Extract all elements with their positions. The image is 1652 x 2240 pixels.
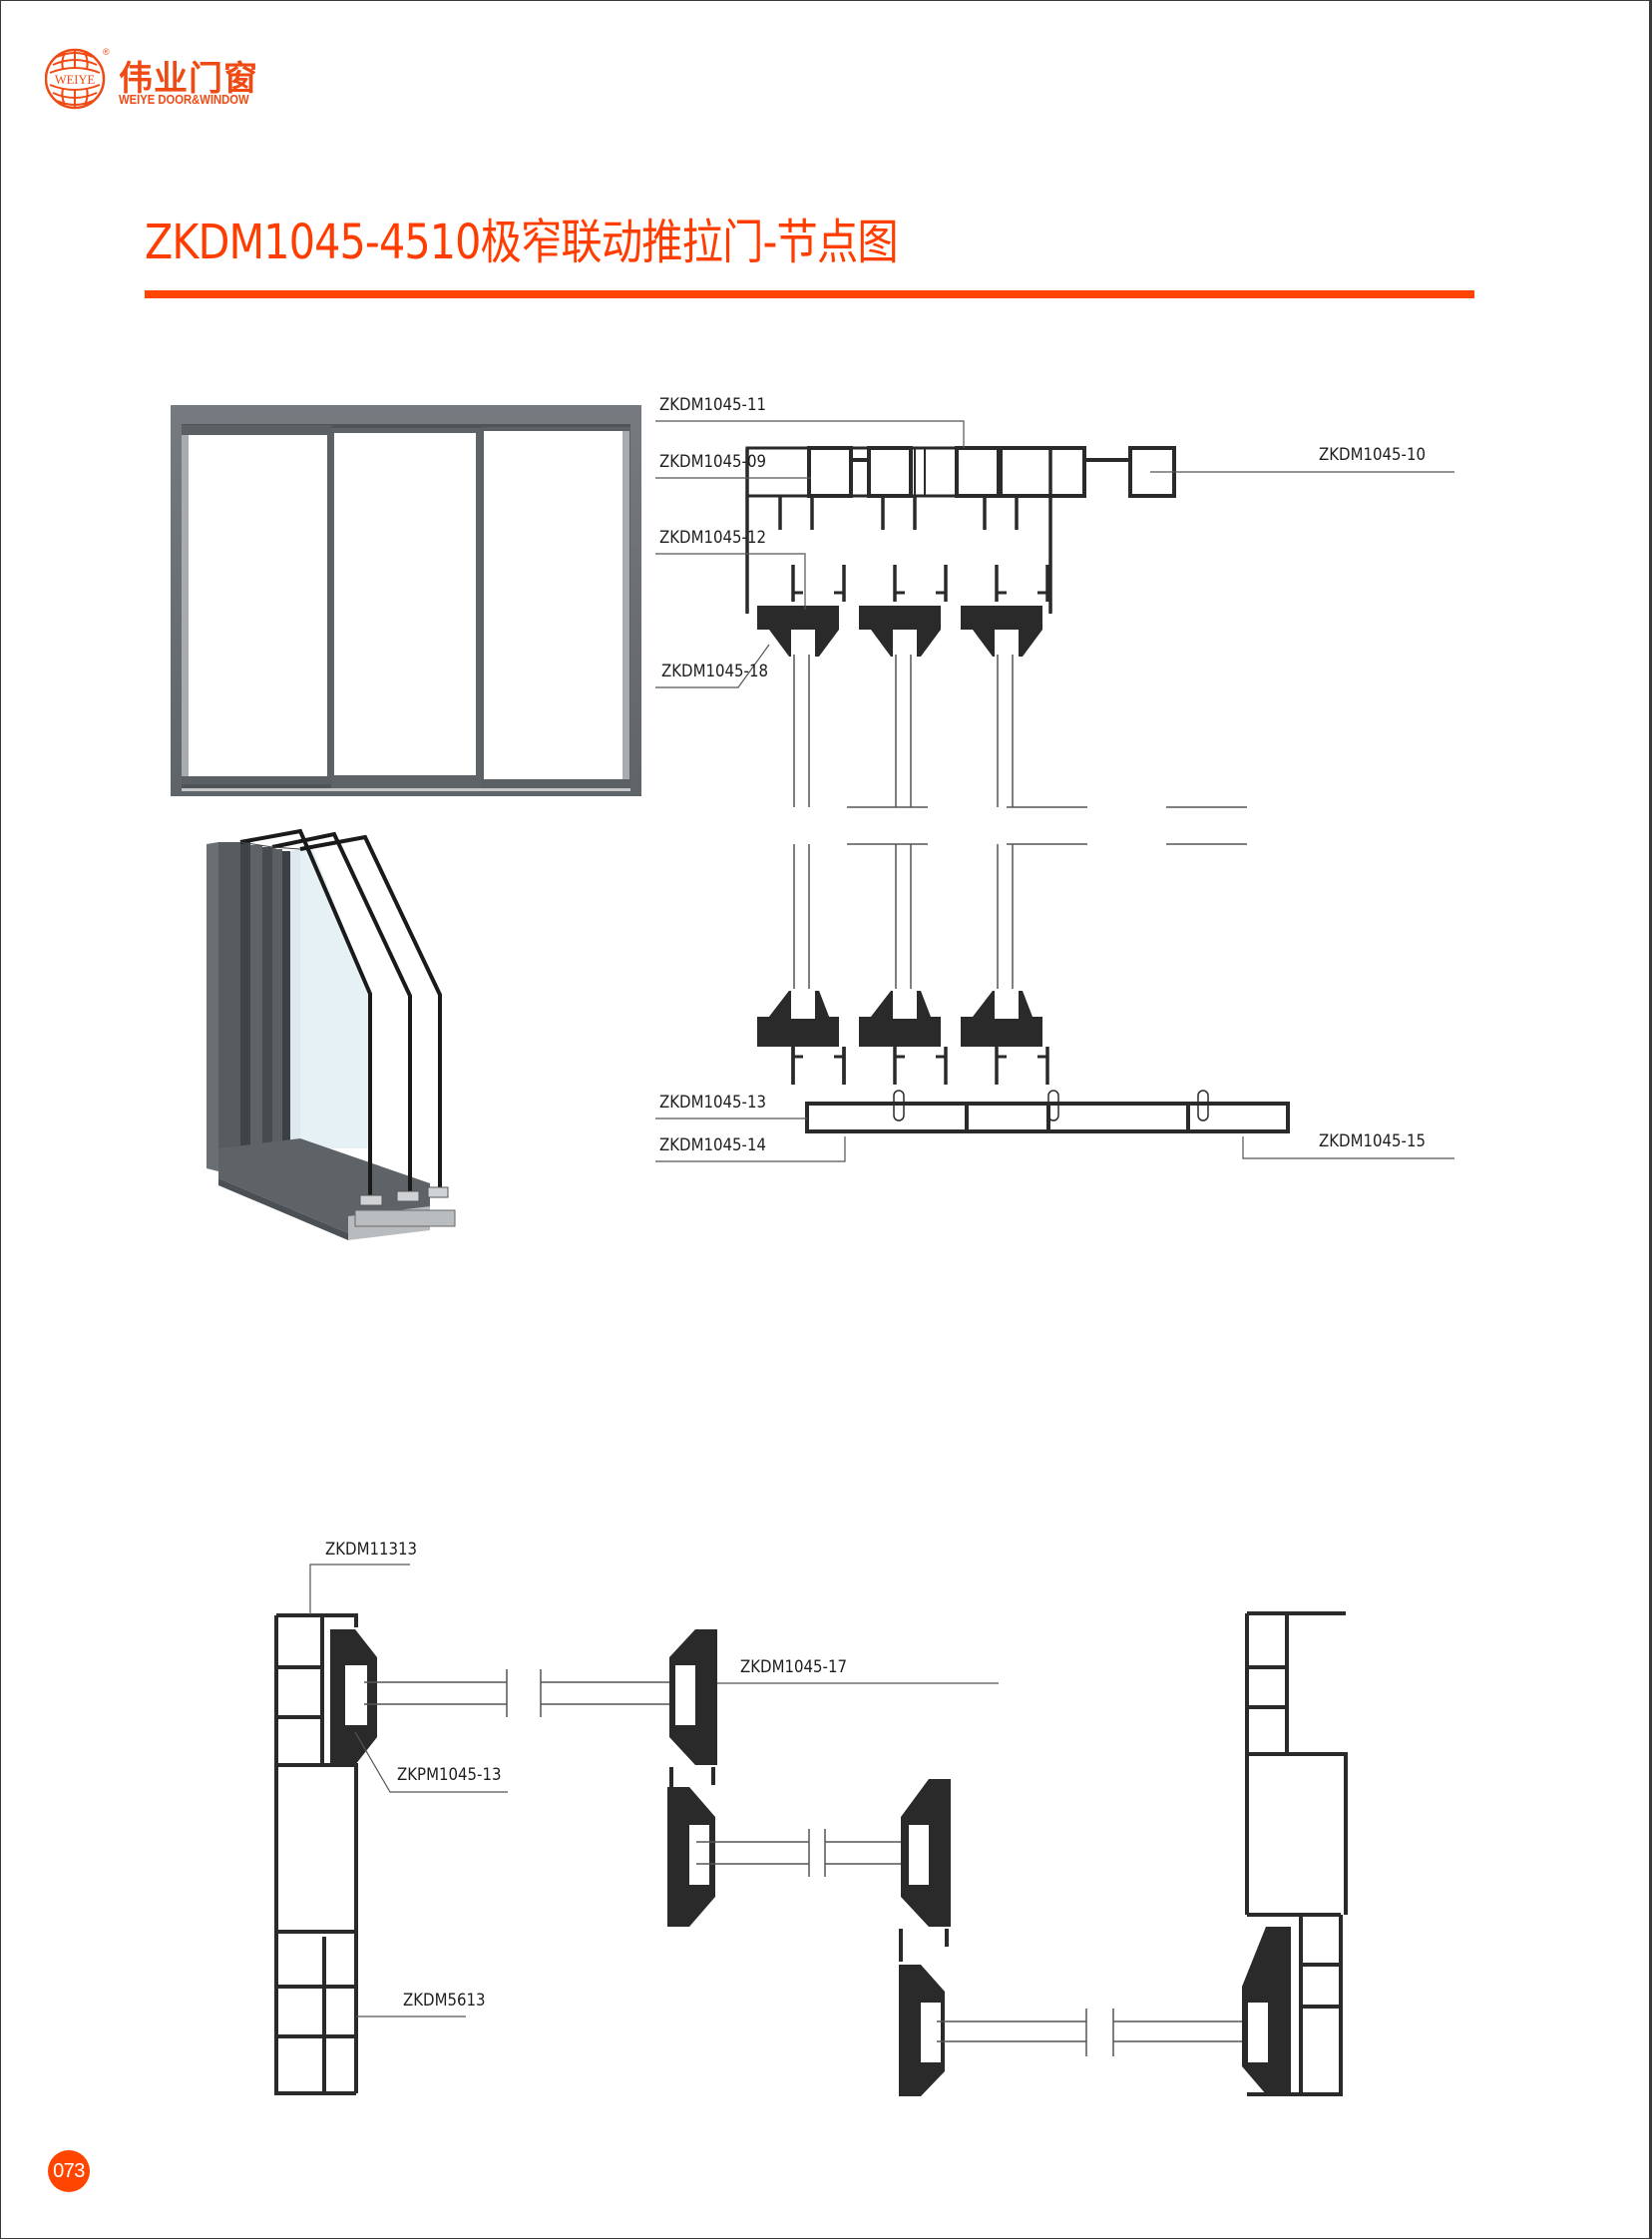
label-zkdm1045-15: ZKDM1045-15 bbox=[1319, 1131, 1427, 1151]
label-zkdm1045-11: ZKDM1045-11 bbox=[659, 395, 767, 415]
label-zkdm1045-14: ZKDM1045-14 bbox=[659, 1135, 767, 1155]
brand-name-en: WEIYE DOOR&WINDOW bbox=[119, 93, 249, 107]
title-divider bbox=[145, 290, 1474, 298]
label-zkpm1045-13: ZKPM1045-13 bbox=[397, 1765, 502, 1785]
label-zkdm1045-09: ZKDM1045-09 bbox=[659, 452, 767, 472]
svg-text:WEIYE: WEIYE bbox=[55, 73, 96, 87]
page-number-badge: 073 bbox=[48, 2150, 90, 2192]
label-zkdm1045-13: ZKDM1045-13 bbox=[659, 1093, 767, 1113]
registered-mark: ® bbox=[103, 47, 110, 57]
label-zkdm1045-18: ZKDM1045-18 bbox=[661, 662, 769, 681]
label-zkdm1045-12: ZKDM1045-12 bbox=[659, 528, 767, 548]
globe-emblem-icon: WEIYE bbox=[45, 48, 106, 110]
label-zkdm1045-10: ZKDM1045-10 bbox=[1319, 445, 1427, 465]
label-zkdm1045-17: ZKDM1045-17 bbox=[740, 1657, 848, 1677]
label-zkdm5613: ZKDM5613 bbox=[403, 1991, 486, 2011]
label-zkdm11313: ZKDM11313 bbox=[325, 1540, 418, 1560]
page-title: ZKDM1045-4510极窄联动推拉门-节点图 bbox=[145, 215, 899, 270]
brand-name-cn: 伟业门窗 bbox=[119, 59, 258, 99]
